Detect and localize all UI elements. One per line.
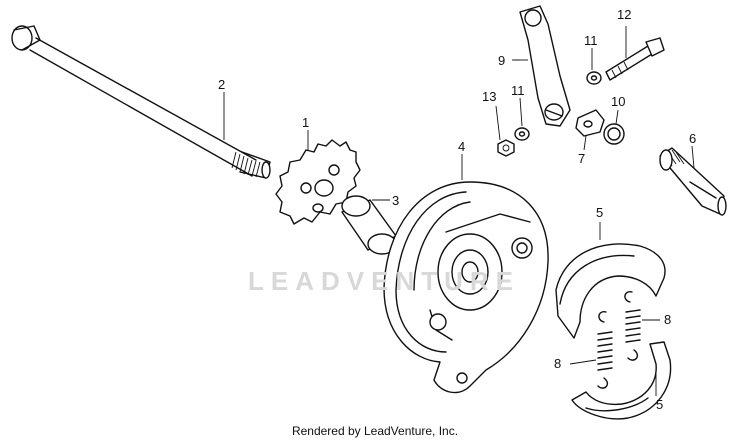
brake-shoe-lower: [571, 341, 672, 420]
arm-bolt: [605, 26, 665, 81]
callout-10: 10: [611, 94, 626, 109]
wear-indicator-plate: [575, 109, 605, 151]
footer-credit: Rendered by LeadVenture, Inc.: [291, 424, 459, 438]
callout-12: 12: [617, 7, 632, 22]
callout-13: 13: [482, 89, 497, 104]
callout-11-lower: 11: [511, 83, 525, 98]
callout-8-right: 8: [664, 312, 672, 327]
brake-shoe-upper: [555, 222, 666, 339]
spacer-collar: [341, 195, 397, 255]
callout-8-left: 8: [554, 356, 562, 371]
callout-5-upper: 5: [596, 205, 604, 220]
callout-3: 3: [392, 193, 400, 208]
callout-6: 6: [689, 131, 697, 146]
axle-shaft: [11, 25, 271, 179]
washer-lower: [514, 97, 530, 141]
callout-9: 9: [498, 53, 506, 68]
spring-left: [569, 311, 613, 389]
seal-ring: [603, 109, 625, 145]
brake-arm: [514, 5, 571, 127]
watermark-text: LEADVENTURE: [248, 266, 521, 296]
brake-cam: [659, 145, 727, 216]
nut: [495, 105, 515, 157]
brake-panel: [383, 154, 549, 394]
callout-1: 1: [302, 115, 310, 130]
callout-11-upper: 11: [584, 33, 598, 48]
washer-upper: [586, 48, 602, 85]
callout-7: 7: [578, 151, 586, 166]
callout-5-lower: 5: [656, 397, 664, 412]
spring-right: [624, 291, 660, 361]
callout-4: 4: [458, 139, 466, 154]
callout-2: 2: [218, 77, 226, 92]
